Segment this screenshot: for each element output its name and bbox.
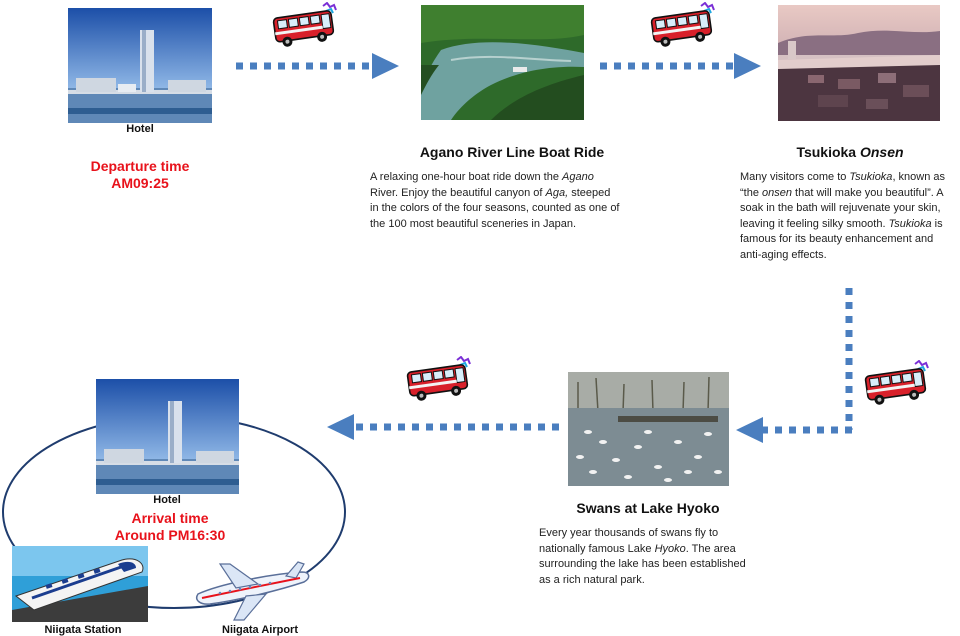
hotel-label-top: Hotel (126, 123, 154, 135)
train-icon (12, 546, 148, 622)
route-arrow-4 (327, 414, 559, 440)
agano-title: Agano River Line Boat Ride (419, 144, 605, 160)
departure-time-label: Departure time (90, 158, 190, 174)
route-arrow-1 (236, 53, 399, 79)
departure-time: Departure time AM09:25 (60, 158, 220, 192)
arrival-time-value: Around PM16:30 (114, 527, 226, 543)
arrival-time: Arrival time Around PM16:30 (90, 510, 250, 544)
bus-icon (270, 2, 342, 52)
hyoko-title: Swans at Lake Hyoko (576, 500, 720, 516)
agano-description: A relaxing one-hour boat ride down the A… (370, 171, 620, 230)
route-arrow-2 (600, 53, 761, 79)
route-arrow-3 (736, 288, 853, 443)
bus-icon (862, 360, 934, 410)
hotel-photo-bottom (96, 379, 239, 494)
tsukioka-title: Tsukioka Onsen (796, 144, 904, 160)
arrival-time-label: Arrival time (131, 510, 209, 526)
station-label: Niigata Station (44, 624, 122, 636)
airplane-icon (196, 561, 310, 621)
swan-lake-photo (568, 372, 729, 486)
onsen-photo (778, 5, 940, 121)
departure-time-value: AM09:25 (111, 175, 169, 191)
bus-icon (404, 356, 476, 406)
hotel-photo-top (68, 8, 212, 123)
river-photo (421, 5, 584, 120)
tsukioka-description: Many visitors come to Tsukioka, known as… (740, 171, 946, 261)
bus-icon (648, 2, 720, 52)
hotel-label-bottom: Hotel (153, 494, 181, 506)
hyoko-description: Every year thousands of swans fly to nat… (539, 527, 746, 586)
airport-label: Niigata Airport (222, 624, 298, 636)
